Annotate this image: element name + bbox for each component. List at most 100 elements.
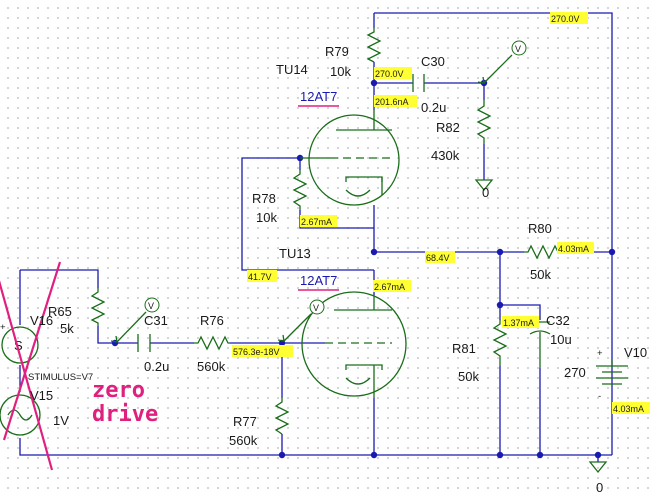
resistor-r79-symbol[interactable] xyxy=(366,28,382,63)
c32-value-label: 10u xyxy=(550,332,572,347)
ground-icon xyxy=(474,179,494,192)
tube-cathode xyxy=(345,176,383,182)
tube-tu13-symbol[interactable] xyxy=(301,291,407,398)
junction-dot xyxy=(496,451,504,459)
r81-value-label: 50k xyxy=(458,369,479,384)
junction-dot xyxy=(278,451,286,459)
c30-right-wire xyxy=(424,82,485,100)
readout-tu14-plate-current: 201.6nA xyxy=(374,95,417,107)
annotation-zero: zero xyxy=(92,378,145,403)
cross-out-mark xyxy=(0,261,62,471)
readout-text: 270.0V xyxy=(375,69,404,79)
bottom-rail-wire xyxy=(19,438,612,456)
junction-dot xyxy=(370,79,378,87)
readout-text: 68.4V xyxy=(426,253,450,263)
r78-ref-label: R78 xyxy=(252,191,276,206)
source-v15-symbol[interactable] xyxy=(0,394,41,436)
tu13-model-label: 12AT7 xyxy=(300,273,337,288)
tu14-model-label: 12AT7 xyxy=(300,89,337,104)
resistor-r77-symbol[interactable] xyxy=(274,398,290,435)
r82-value-label: 430k xyxy=(431,148,460,163)
r79-ref-label: R79 xyxy=(325,44,349,59)
v10-value-label: 270 xyxy=(564,365,586,380)
r77-value-label: 560k xyxy=(229,433,258,448)
r80-value-label: 50k xyxy=(530,267,551,282)
r65-ref-label: R65 xyxy=(48,304,72,319)
readout-r79-bottom: 270.0V xyxy=(374,67,412,79)
readout-text: 576.3e-18V xyxy=(233,347,280,357)
tube-heater xyxy=(345,189,371,197)
source-circle xyxy=(1,326,39,364)
r81-ref-label: R81 xyxy=(452,341,476,356)
readout-tu13-plate-current: 2.67mA xyxy=(373,280,411,292)
readout-text: 4.03mA xyxy=(558,244,589,254)
tu13-ref-label: TU13 xyxy=(279,246,311,261)
v10-ref-label: V10 xyxy=(624,345,647,360)
junction-dot xyxy=(496,248,504,256)
junction-dot xyxy=(536,451,544,459)
capacitor-c32-symbol[interactable] xyxy=(529,321,551,368)
r65-bottom-wire xyxy=(97,326,138,344)
readout-text: 270.0V xyxy=(551,14,580,24)
readout-r80-current: 4.03mA xyxy=(557,242,594,254)
readout-r81-current: 1.37mA xyxy=(502,316,539,328)
tube-envelope xyxy=(301,291,407,397)
resistor-r78-symbol[interactable] xyxy=(292,170,308,210)
dc-source-v10-symbol[interactable]: + - xyxy=(596,348,628,402)
sine-glyph xyxy=(7,409,33,421)
c32-ref-label: C32 xyxy=(546,313,570,328)
source-v16-symbol[interactable]: S + xyxy=(0,322,39,364)
source-circle xyxy=(0,394,41,436)
top-rail-wire xyxy=(374,12,613,455)
tube-cathode xyxy=(345,364,383,370)
probe-label: V xyxy=(148,301,154,311)
r65-value-label: 5k xyxy=(60,321,74,336)
readout-r78-current: 2.67mA xyxy=(300,215,337,227)
r76-value-label: 560k xyxy=(197,359,226,374)
resistor-r80-symbol[interactable] xyxy=(524,244,560,260)
resistor-r76-symbol[interactable] xyxy=(194,335,230,351)
v15-ref-label: V15 xyxy=(30,388,53,403)
r76-ref-label: R76 xyxy=(200,313,224,328)
r65-top-wire xyxy=(20,269,99,288)
plus-sign: + xyxy=(0,322,6,333)
junction-dot xyxy=(370,451,378,459)
readout-text: 1.37mA xyxy=(503,318,534,328)
resistor-r81-symbol[interactable] xyxy=(492,320,508,366)
tube-envelope xyxy=(308,114,400,206)
readout-grid-voltage: 576.3e-18V xyxy=(232,345,293,357)
r80-ref-label: R80 xyxy=(528,221,552,236)
readout-top-rail: 270.0V xyxy=(550,12,588,24)
c31-ref-label: C31 xyxy=(144,313,168,328)
c30-value-label: 0.2u xyxy=(421,100,446,115)
capacitor-c31-symbol[interactable] xyxy=(137,334,151,352)
junction-dot xyxy=(496,301,504,309)
r78-value-label: 10k xyxy=(256,210,277,225)
junction-dot xyxy=(608,248,616,256)
readout-text: 2.67mA xyxy=(301,217,332,227)
resistor-r65-symbol[interactable] xyxy=(90,288,106,326)
stimulus-label: STIMULUS=V7 xyxy=(28,372,93,383)
r77-ref-label: R77 xyxy=(233,414,257,429)
junction-dot xyxy=(594,451,602,459)
minus-sign: - xyxy=(598,391,601,402)
probe-label: V xyxy=(515,44,521,54)
r79-value-label: 10k xyxy=(330,64,351,79)
tu14-grid-loop-wire xyxy=(241,157,374,271)
c31-value-label: 0.2u xyxy=(144,359,169,374)
readout-text: 2.67mA xyxy=(374,282,405,292)
source-s-glyph: S xyxy=(14,338,23,353)
ground-label: 0 xyxy=(482,185,489,200)
readout-v10-current: 4.03mA xyxy=(612,402,650,414)
voltage-probe-icon[interactable]: V xyxy=(477,40,527,84)
tube-tu14-symbol[interactable] xyxy=(300,110,400,206)
cap-plate-curved xyxy=(529,330,551,335)
voltage-probe-icon[interactable]: V xyxy=(110,297,160,343)
voltage-probe-icon[interactable]: V xyxy=(277,299,325,342)
ground-icon xyxy=(588,461,608,474)
tube-heater xyxy=(345,377,371,385)
resistor-r82-symbol[interactable] xyxy=(476,100,492,144)
capacitor-c30-symbol[interactable] xyxy=(412,74,425,92)
